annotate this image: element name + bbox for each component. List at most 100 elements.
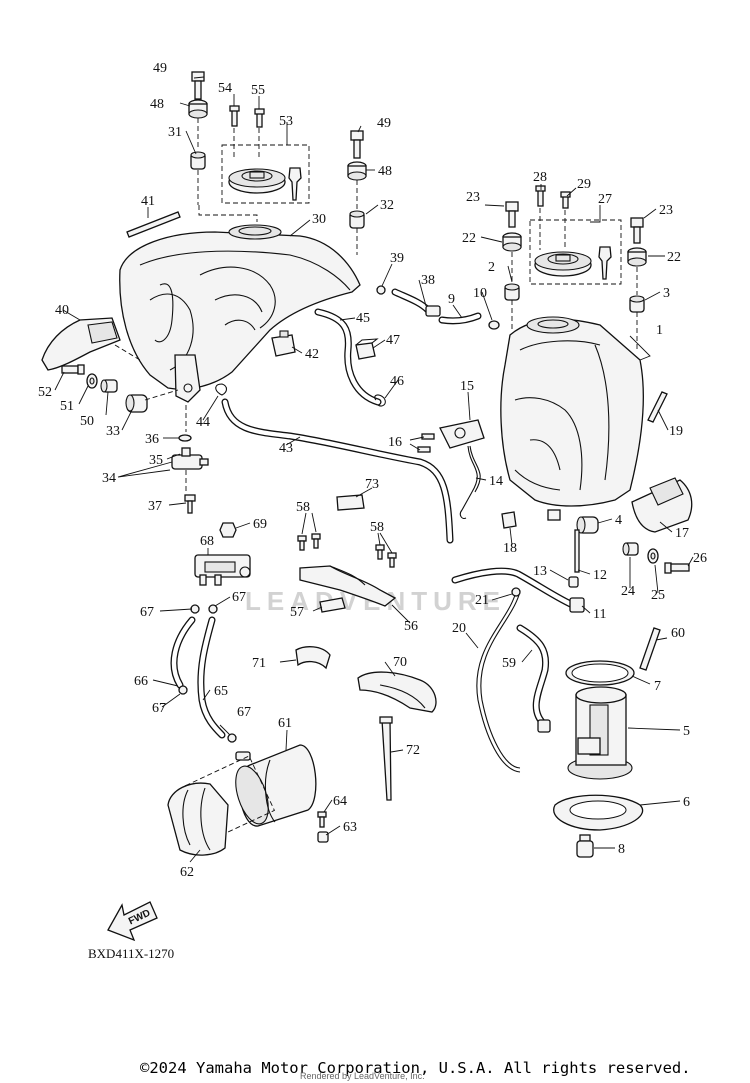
callout-38: 38 (421, 273, 435, 288)
hose-65[interactable] (197, 616, 226, 739)
clip-67-a[interactable] (190, 604, 200, 614)
callout-51: 51 (60, 399, 74, 414)
callout-29: 29 (577, 177, 591, 192)
clip-13[interactable] (568, 576, 579, 588)
tape-19[interactable] (647, 391, 668, 423)
callout-34: 34 (102, 471, 116, 486)
canister-61[interactable] (229, 744, 317, 828)
bolt-64[interactable] (317, 811, 327, 828)
screw-54[interactable] (229, 105, 240, 127)
cover-70[interactable] (357, 671, 437, 713)
screw-29[interactable] (560, 191, 571, 209)
screw-58-right[interactable] (375, 544, 397, 568)
bracket-62[interactable] (167, 782, 229, 856)
key-right[interactable] (598, 246, 612, 280)
bolt-8[interactable] (576, 834, 594, 858)
fuel-pump-5[interactable] (567, 686, 633, 780)
damper-31[interactable] (190, 151, 206, 170)
tie-72[interactable] (379, 716, 393, 801)
collar-48-right[interactable] (347, 161, 367, 181)
fuel-tank-left[interactable] (119, 224, 361, 390)
valve-35[interactable] (171, 447, 209, 470)
callout-8: 8 (618, 842, 625, 857)
callout-36: 36 (145, 432, 159, 447)
valve-68[interactable] (194, 554, 251, 586)
hose-66[interactable] (170, 616, 196, 689)
collar-48-left[interactable] (188, 99, 208, 119)
screw-16[interactable] (417, 433, 435, 453)
mount-bracket-left[interactable] (174, 354, 201, 403)
callout-70: 70 (393, 655, 407, 670)
o-ring-36[interactable] (178, 434, 192, 442)
damper-4[interactable] (576, 516, 599, 534)
callout-25: 25 (651, 588, 665, 603)
pad-57[interactable] (319, 597, 346, 613)
callout-40: 40 (55, 303, 69, 318)
callout-47: 47 (386, 333, 400, 348)
fuel-hose-11[interactable] (451, 567, 585, 613)
clip-67-d[interactable] (227, 733, 237, 743)
clip-67-c[interactable] (178, 685, 188, 695)
callout-17: 17 (675, 526, 689, 541)
callout-61: 61 (278, 716, 292, 731)
hose-9[interactable] (438, 312, 482, 325)
bolt-23-left[interactable] (505, 201, 519, 228)
callouts: 1 2 3 4 5 6 7 8 9 10 11 12 13 14 15 16 1… (38, 61, 707, 880)
clip-10[interactable] (488, 320, 500, 330)
sensor-15[interactable] (439, 419, 485, 449)
damper-3[interactable] (629, 295, 645, 313)
plate-6[interactable] (553, 794, 644, 831)
hose-20[interactable] (476, 594, 521, 773)
collar-50[interactable] (100, 379, 118, 393)
damper-47[interactable] (355, 338, 379, 360)
fuel-tank-right[interactable] (500, 316, 644, 507)
screw-28[interactable] (535, 185, 546, 207)
callout-52: 52 (38, 385, 52, 400)
bracket-56[interactable] (299, 565, 397, 607)
bolt-52[interactable] (61, 364, 85, 375)
clip-46[interactable] (374, 394, 386, 407)
breather-hose-43[interactable] (221, 398, 454, 544)
bolt-12[interactable] (574, 529, 580, 573)
grommet-18[interactable] (501, 511, 517, 529)
clip-21[interactable] (511, 587, 521, 597)
tape-41[interactable] (126, 211, 181, 238)
screw-58-left[interactable] (297, 533, 321, 551)
bolt-49-left[interactable] (191, 71, 205, 100)
tank-boss-right[interactable] (547, 509, 561, 521)
side-cover-40[interactable] (41, 317, 121, 371)
label-73[interactable] (336, 494, 365, 511)
clamp-39[interactable] (376, 285, 386, 295)
fuel-cap-right[interactable] (534, 251, 592, 277)
clamp-71[interactable] (295, 646, 331, 670)
bolt-26[interactable] (664, 562, 690, 574)
clip-67-b[interactable] (208, 604, 218, 614)
fuel-hose-59[interactable] (516, 624, 551, 733)
callout-56: 56 (404, 619, 418, 634)
clip-63[interactable] (317, 831, 329, 843)
gasket-7[interactable] (565, 660, 635, 686)
washer-25[interactable] (647, 548, 659, 564)
fuel-cap-left[interactable] (228, 168, 286, 194)
washer-51[interactable] (86, 373, 98, 389)
key-left[interactable] (288, 167, 302, 201)
connector-42[interactable] (271, 330, 296, 357)
nut-69[interactable] (219, 522, 237, 538)
band-60[interactable] (639, 627, 661, 671)
damper-2[interactable] (504, 283, 520, 301)
bolt-23-right[interactable] (630, 217, 644, 244)
bolt-37[interactable] (184, 494, 196, 514)
screw-55[interactable] (254, 108, 265, 128)
side-cover-17[interactable] (631, 477, 693, 533)
wire-14[interactable] (459, 445, 481, 519)
hose-45[interactable] (314, 308, 382, 406)
bolt-49-right[interactable] (350, 130, 364, 159)
damper-32[interactable] (349, 210, 365, 229)
damper-33[interactable] (125, 394, 148, 413)
fitting-38[interactable] (391, 288, 441, 317)
collar-22-right[interactable] (627, 247, 647, 267)
clip-44[interactable] (215, 383, 228, 396)
callout-28: 28 (533, 170, 547, 185)
collar-22-left[interactable] (502, 232, 522, 252)
collar-24[interactable] (622, 542, 639, 556)
